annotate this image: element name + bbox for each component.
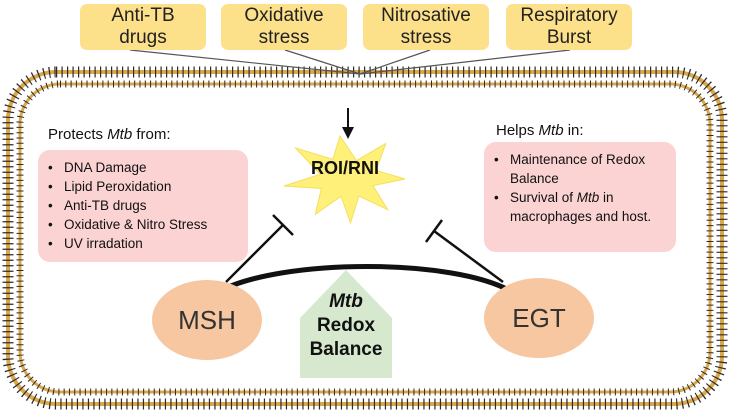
protect-item: Oxidative & Nitro Stress	[44, 215, 242, 234]
heading-text: from:	[132, 126, 171, 143]
heading-text: Helps	[496, 122, 539, 139]
roi-rni-label: ROI/RNI	[310, 158, 379, 178]
egt-inhibition-line	[424, 219, 504, 284]
stressor-connector-lines	[129, 49, 571, 75]
stressor-label: Anti-TB drugs	[111, 5, 175, 48]
helps-item: Survival of Mtb in macrophages and host.	[490, 188, 668, 226]
stressor-label: Oxidative stress	[244, 5, 324, 48]
stressor-label: Respiratory Burst	[520, 5, 618, 48]
msh-node: MSH	[152, 280, 262, 360]
heading-italic: Mtb	[538, 122, 564, 139]
redox-balance-house	[300, 270, 392, 378]
stressor-respiratory-burst: Respiratory Burst	[506, 4, 632, 50]
redox-balance-label: Mtb Redox Balance	[300, 290, 392, 362]
protect-item: DNA Damage	[44, 158, 242, 177]
protect-item: Lipid Peroxidation	[44, 177, 242, 196]
redox-line-mtb: Mtb	[329, 291, 363, 312]
stressor-nitrosative-stress: Nitrosative stress	[363, 4, 489, 50]
stressor-anti-tb-drugs: Anti-TB drugs	[80, 4, 206, 50]
protect-item: Anti-TB drugs	[44, 196, 242, 215]
helps-item-italic: Mtb	[576, 190, 600, 205]
helps-item-text: Survival of	[510, 190, 577, 205]
left-panel-heading: Protects Mtb from:	[48, 126, 171, 143]
helps-item-text: in macrophages and host.	[510, 190, 652, 224]
msh-egt-arc	[216, 264, 514, 295]
right-panel-heading: Helps Mtb in:	[496, 122, 584, 139]
heading-italic: Mtb	[107, 126, 133, 143]
helps-panel: Maintenance of Redox Balance Survival of…	[484, 142, 676, 252]
egt-node: EGT	[484, 278, 594, 358]
down-arrow	[342, 108, 354, 139]
heading-text: Protects	[48, 126, 108, 143]
helps-item: Maintenance of Redox Balance	[490, 150, 668, 188]
roi-rni-starburst	[283, 134, 406, 225]
protects-panel: DNA Damage Lipid Peroxidation Anti-TB dr…	[38, 150, 248, 262]
redox-line-balance: Balance	[309, 339, 383, 360]
redox-line-redox: Redox	[316, 315, 376, 336]
protect-item: UV irradation	[44, 234, 242, 253]
heading-text: in:	[563, 122, 584, 139]
stressor-oxidative-stress: Oxidative stress	[221, 4, 347, 50]
stressor-label: Nitrosative stress	[381, 5, 471, 48]
msh-inhibition-line	[225, 214, 294, 283]
